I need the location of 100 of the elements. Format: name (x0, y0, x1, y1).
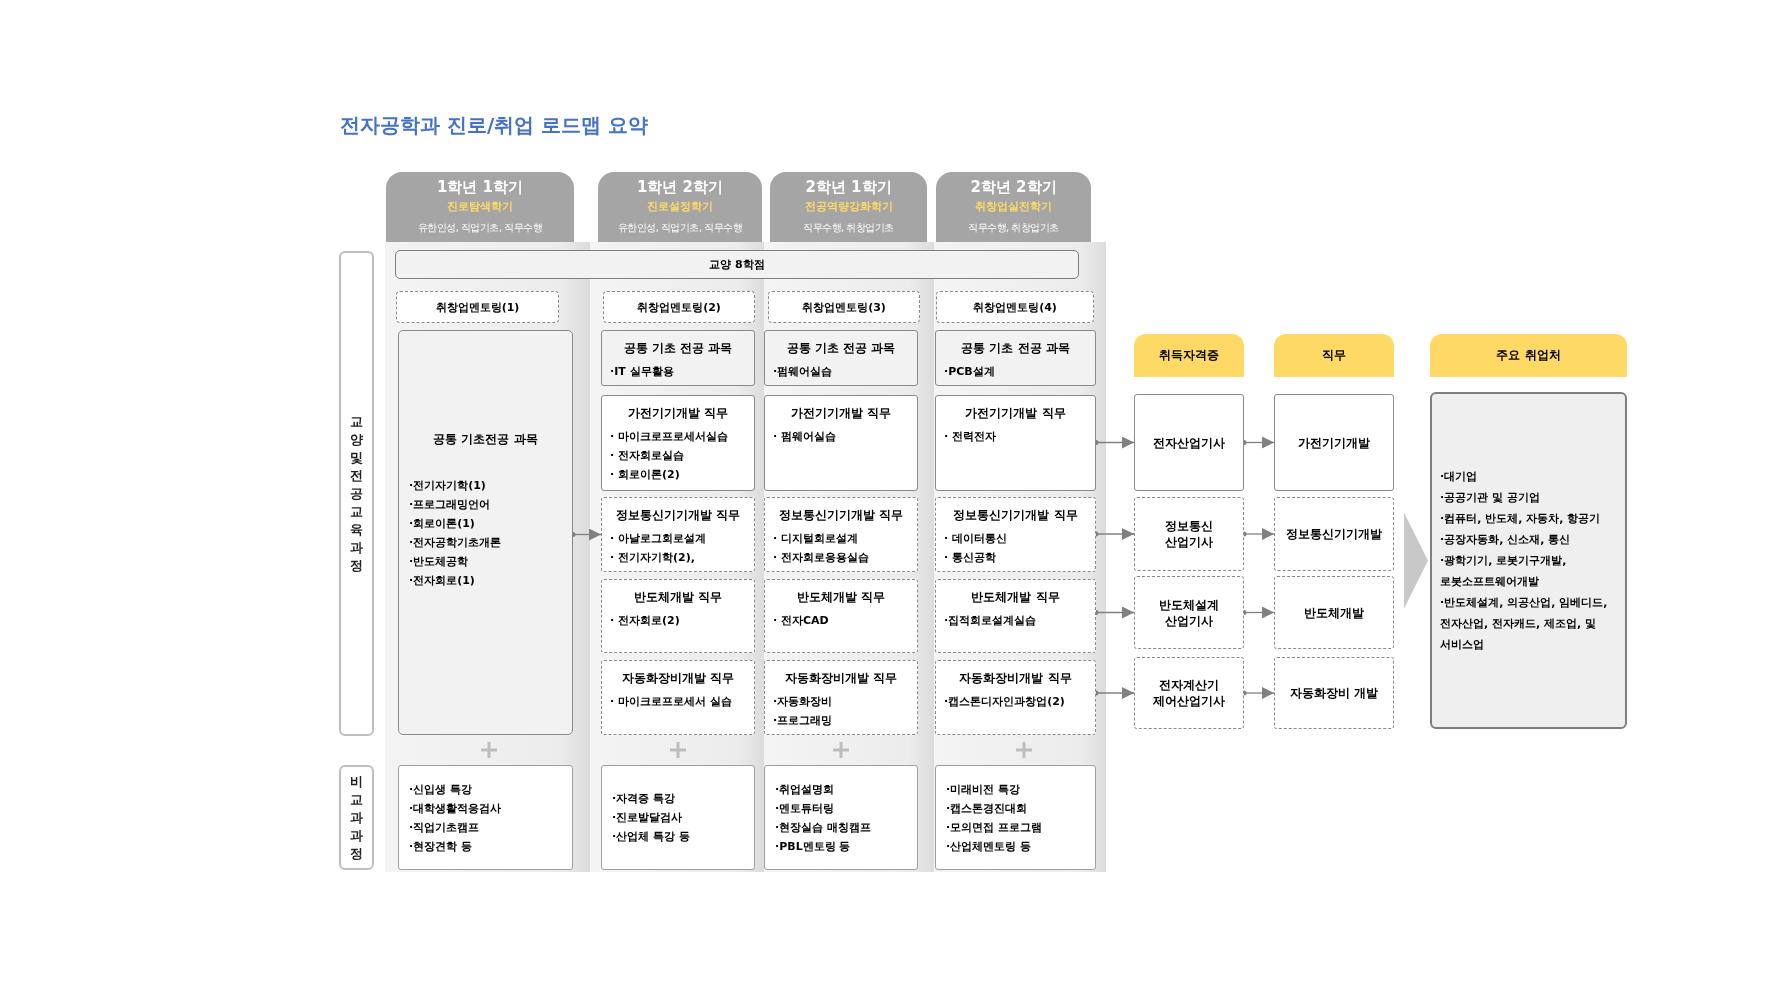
activity-item: ·현장실습 매칭캠프 (775, 819, 872, 836)
activity-item: ·자격증 특강 (612, 791, 676, 807)
activity-item: ·진로발달검사 (612, 810, 684, 826)
competency-text: 유한인성, 직업기초, 직무수행 (617, 221, 743, 235)
course-item: · 통신공학 (944, 550, 997, 566)
job-name: 정보통신기기개발 (1286, 526, 1382, 542)
activity-item: ·취업설명회 (775, 781, 836, 798)
course-item: ·회로이론(1) (409, 516, 476, 532)
certificate-name: 정보통신 산업기사 (1164, 518, 1214, 550)
box-heading: 정보통신기기개발 직무 (614, 507, 742, 524)
job-box (1274, 497, 1394, 571)
activity-item: ·신입생 특강 (409, 781, 473, 798)
box-heading: 정보통신기기개발 직무 (777, 507, 905, 524)
course-box (935, 330, 1096, 386)
activity-item: ·미래비전 특강 (946, 781, 1021, 798)
activity-box (764, 765, 918, 870)
arrow (1093, 606, 1135, 619)
arrow (1241, 687, 1275, 699)
mentoring-box (936, 291, 1094, 323)
certificate-name: 전자계산기 제어산업기사 (1152, 677, 1226, 709)
course-item: · 전자회로실습 (610, 448, 685, 464)
activity-item: ·캡스톤경진대회 (946, 800, 1029, 817)
course-item: ·자동화장비 (773, 694, 834, 710)
course-box (764, 660, 918, 735)
credit-bar (395, 250, 1079, 279)
course-item: ·전기자기학(1) (409, 478, 487, 494)
course-item: ·전자공학기초개론 (409, 535, 503, 551)
box-heading: 취창업멘토링(3) (802, 299, 886, 315)
activity-box (935, 765, 1096, 870)
column-header (1134, 334, 1244, 377)
course-item: ·프로그래밍 (773, 713, 834, 729)
course-item: ·IT 실무활용 (610, 364, 675, 380)
activity-item: ·현장견학 등 (409, 838, 473, 855)
box-heading: 자동화장비개발 직무 (958, 670, 1073, 687)
mentoring-box (396, 291, 559, 323)
certificate-name: 반도체설계 산업기사 (1158, 596, 1220, 629)
course-box (398, 330, 573, 735)
course-item: ·PCB설계 (944, 364, 996, 380)
activity-box (601, 765, 755, 870)
semester-tab (936, 172, 1091, 242)
course-box (764, 579, 918, 653)
semester-title: 2학년 2학기 (970, 178, 1057, 197)
row-label: 비교과 과정 (349, 772, 364, 863)
semester-tab (386, 172, 574, 242)
activity-item: ·산업체 특강 등 (612, 829, 691, 845)
employer-item: ·컴퓨터, 반도체, 자동차, 항공기 (1440, 511, 1602, 527)
box-heading: 공통 기초전공 과목 (432, 431, 539, 448)
course-item: · 아날로그회로설계 (610, 531, 707, 547)
course-box (601, 330, 755, 386)
activity-box (398, 765, 573, 870)
box-heading: 반도체개발 직무 (795, 589, 887, 606)
competency-text: 직무수행, 취창업기초 (803, 221, 894, 235)
box-heading: 반도체개발 직무 (970, 589, 1061, 606)
employer-item: ·공공기관 및 공기업 (1440, 490, 1541, 506)
semester-theme: 진로설정학기 (647, 199, 713, 214)
course-item: ·프로그래밍언어 (409, 497, 492, 513)
semester-title: 2학년 1학기 (805, 178, 892, 197)
competency-text: 유한인성, 직업기초, 직무수행 (417, 221, 543, 235)
activity-item: ·PBL멘토링 등 (775, 838, 852, 855)
diagram-title: 전자공학과 진로/취업 로드맵 요약 (340, 112, 649, 139)
arrow (1093, 687, 1135, 699)
competency-text: 직무수행, 취창업기초 (968, 221, 1059, 235)
column-header (1274, 334, 1394, 377)
semester-tab (598, 172, 762, 242)
course-item: · 전자회로응용실습 (773, 550, 870, 566)
semester-theme: 전공역량강화학기 (804, 199, 893, 214)
course-item: · 마이크로프로세서 실습 (610, 694, 733, 710)
course-item: · 회로이론(2) (610, 467, 681, 483)
course-box (935, 579, 1096, 653)
column-header-text: 직무 (1322, 347, 1346, 364)
course-item: · 전자CAD (773, 613, 830, 629)
activity-item: ·모의면접 프로그램 (946, 819, 1043, 836)
chevron-arrow (1404, 512, 1428, 609)
box-heading: 공통 기초 전공 과목 (960, 340, 1071, 357)
employer-item: ·대기업 (1440, 469, 1479, 485)
course-item: · 데이터통신 (944, 531, 1008, 547)
course-box (764, 330, 918, 386)
column-header-text: 취득자격증 (1159, 347, 1219, 364)
column-header-text: 주요 취업처 (1496, 347, 1561, 364)
semester-title: 1학년 2학기 (636, 178, 724, 197)
arrow (1241, 436, 1275, 449)
course-item: ·펌웨어실습 (773, 364, 834, 380)
column-header (1430, 334, 1627, 377)
course-box (935, 660, 1096, 735)
box-heading: 반도체개발 직무 (632, 589, 724, 606)
row-label-box (339, 251, 374, 736)
box-heading: 가전기기개발 직무 (789, 405, 893, 422)
arrow (1093, 436, 1135, 449)
semester-theme: 진로탐색학기 (447, 199, 513, 214)
box-heading: 자동화장비개발 직무 (783, 670, 899, 687)
course-box (601, 395, 755, 491)
employer-item: ·반도체설계, 의공산업, 임베디드, 전자산업, 전자캐드, 제조업, 및 서비스업 (1440, 595, 1609, 653)
activity-item: ·직업기초캠프 (409, 819, 481, 836)
mentoring-box (603, 291, 755, 323)
course-item: · 마이크로프로세서실습 (610, 429, 729, 445)
employer-item: ·공장자동화, 신소재, 통신 (1440, 532, 1572, 548)
course-item: ·캡스톤디자인과창업(2) (944, 694, 1066, 710)
activity-item: ·멘토튜터링 (775, 800, 836, 817)
course-box (935, 497, 1096, 572)
job-name: 자동화장비 개발 (1289, 685, 1379, 701)
